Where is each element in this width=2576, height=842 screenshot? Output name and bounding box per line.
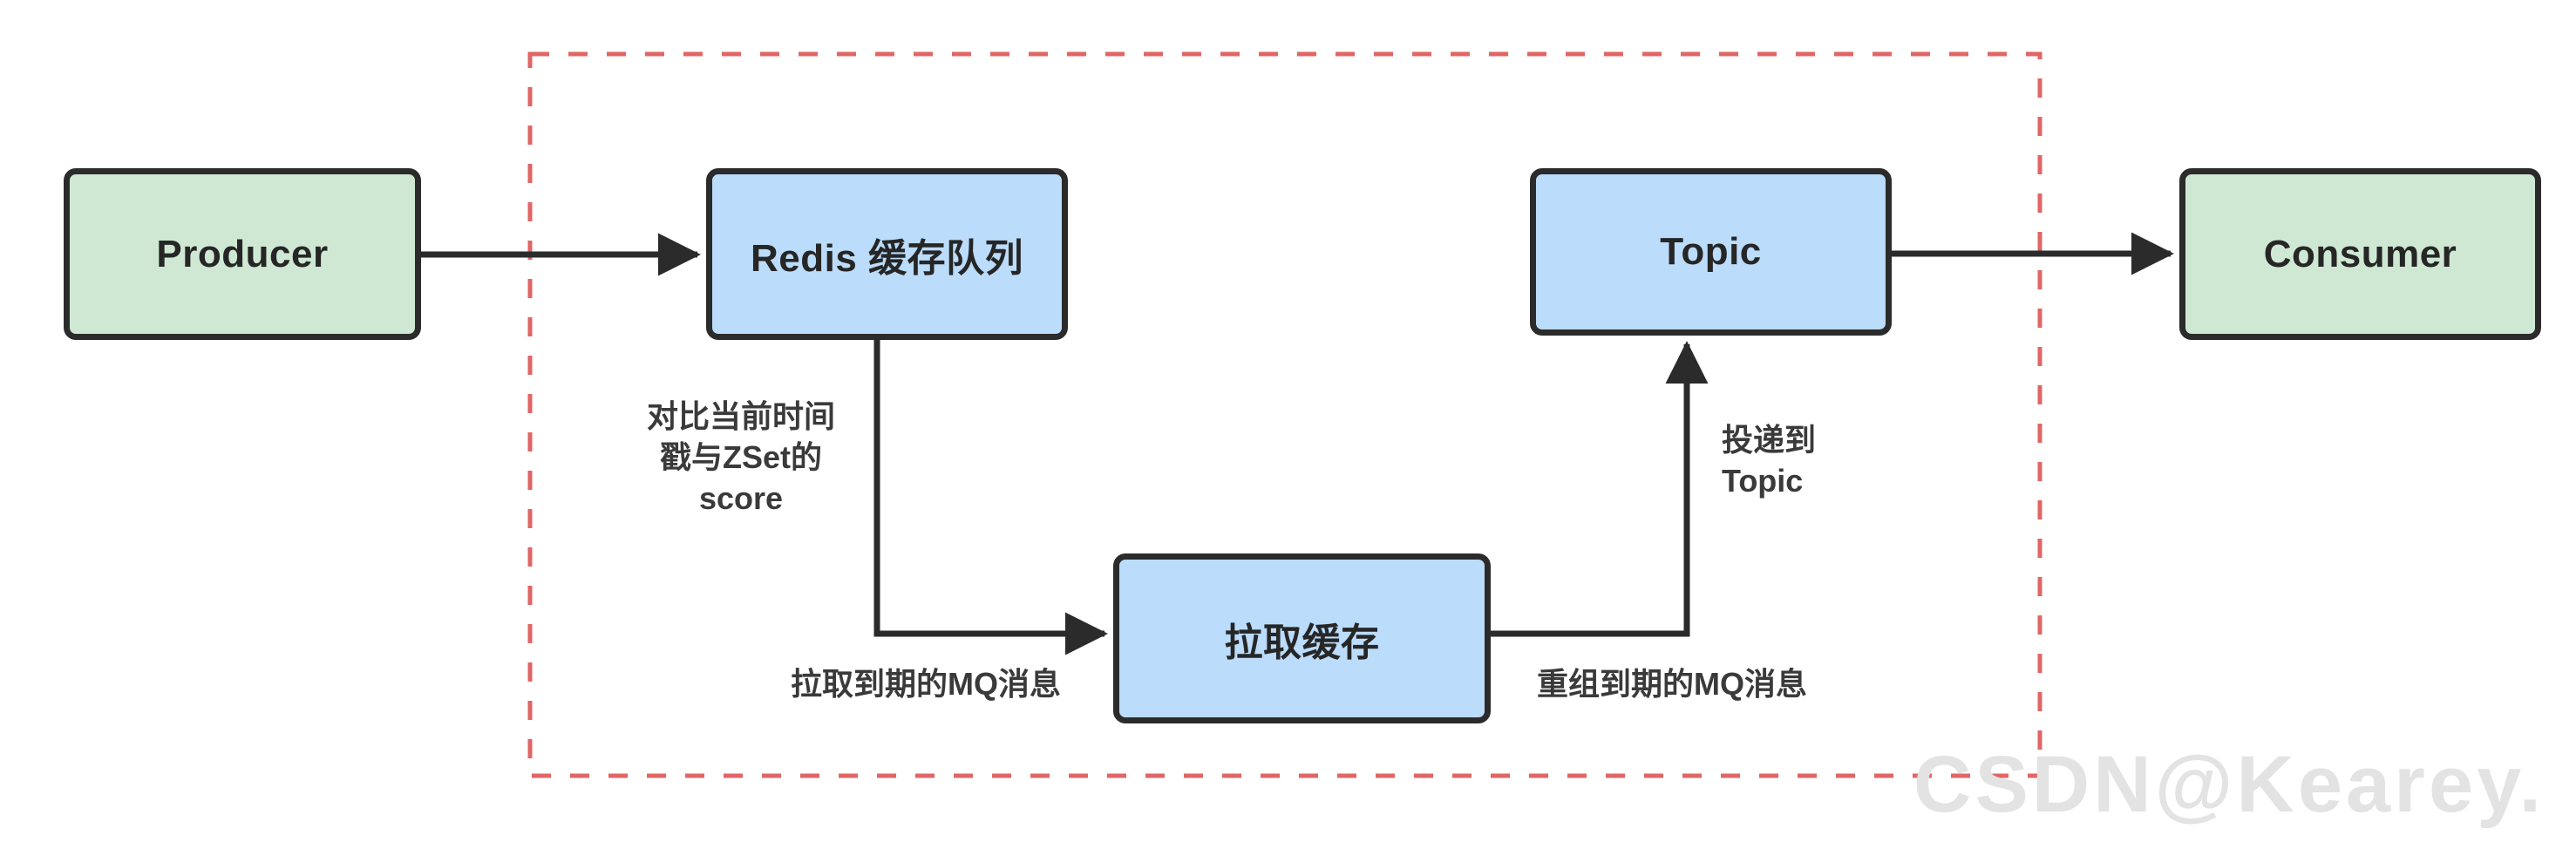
- edge-label-pull-expired-mq: 拉取到期的MQ消息: [791, 666, 1061, 702]
- edge-label-regroup-expired-mq: 重组到期的MQ消息: [1537, 666, 1807, 702]
- edge-label-compare-score: 对比当前时间 戳与ZSet的 score: [646, 398, 835, 516]
- edge-label-deliver-to-topic: 投递到 Topic: [1722, 422, 1817, 499]
- node-redis-cache-queue[interactable]: Redis 缓存队列: [706, 168, 1068, 340]
- node-consumer[interactable]: Consumer: [2179, 168, 2541, 340]
- node-producer-label: Producer: [156, 232, 329, 275]
- connector-redis-to-pull: [873, 340, 1108, 655]
- connector-pull-to-topic: [1491, 341, 1709, 637]
- node-consumer-label: Consumer: [2263, 232, 2457, 275]
- node-topic[interactable]: Topic: [1530, 168, 1892, 336]
- node-pull-cache-label: 拉取缓存: [1224, 621, 1380, 664]
- node-topic-label: Topic: [1660, 230, 1762, 273]
- node-pull-cache[interactable]: 拉取缓存: [1113, 553, 1491, 723]
- node-redis-cache-queue-label: Redis 缓存队列: [750, 236, 1024, 280]
- node-producer[interactable]: Producer: [64, 168, 421, 340]
